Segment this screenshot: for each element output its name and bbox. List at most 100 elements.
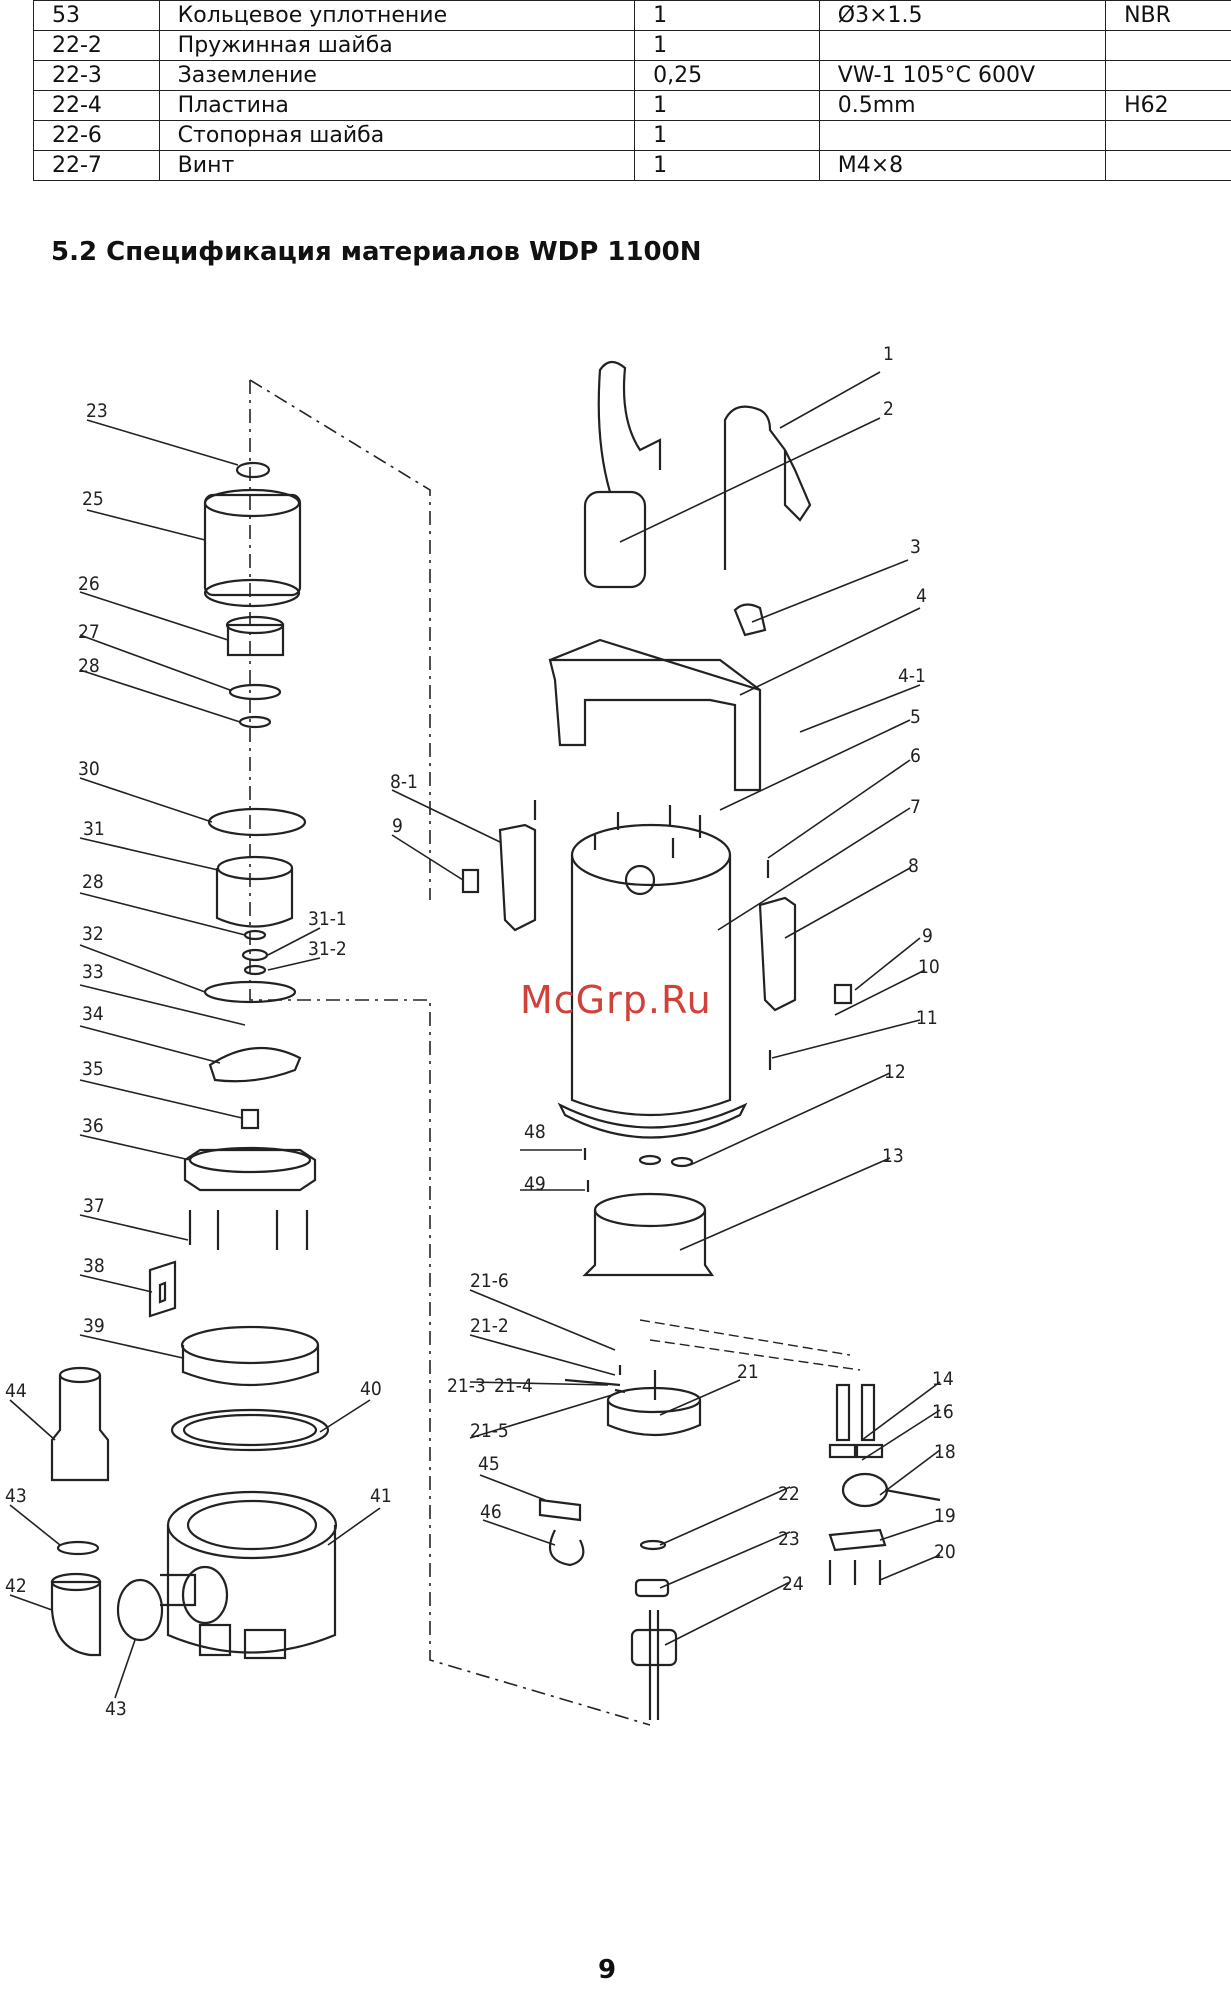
cell-material: H62 xyxy=(1105,90,1231,121)
cell-qty: 0,25 xyxy=(634,60,820,91)
callout-label: 8 xyxy=(908,855,919,877)
callout-label: 35 xyxy=(82,1058,104,1080)
callout-label: 25 xyxy=(82,488,104,510)
callout-label: 10 xyxy=(918,956,940,978)
cell-material xyxy=(1105,150,1231,181)
callout-label: 9 xyxy=(392,815,403,837)
cell-qty: 1 xyxy=(634,90,820,121)
cell-name: Пружинная шайба xyxy=(158,30,636,61)
callout-label: 33 xyxy=(82,961,104,983)
callout-label: 30 xyxy=(78,758,100,780)
diagram-shapes xyxy=(9,360,941,1726)
cell-spec: 0.5mm xyxy=(818,90,1107,121)
callout-label: 19 xyxy=(934,1505,956,1527)
callout-label: 28 xyxy=(78,655,100,677)
cell-spec xyxy=(818,120,1107,151)
parts-table: 53 Кольцевое уплотнение 1 Ø3×1.5 NBR 22-… xyxy=(33,0,1231,181)
callout-label: 21-2 xyxy=(470,1315,509,1337)
cell-name: Заземление xyxy=(158,60,636,91)
callout-label: 2 xyxy=(883,398,894,420)
callout-label: 24 xyxy=(782,1573,804,1595)
cell-qty: 1 xyxy=(634,150,820,181)
cell-pos: 53 xyxy=(33,0,160,31)
page-number: 9 xyxy=(598,1955,617,1985)
cell-pos: 22-3 xyxy=(33,60,160,91)
callout-label: 1 xyxy=(883,343,894,365)
callout-label: 21-6 xyxy=(470,1270,509,1292)
watermark: McGrp.Ru xyxy=(520,978,712,1022)
cell-material: NBR xyxy=(1105,0,1231,31)
cell-pos: 22-6 xyxy=(33,120,160,151)
callout-label: 4 xyxy=(916,585,927,607)
cell-name: Пластина xyxy=(158,90,636,121)
callout-label: 7 xyxy=(910,796,921,818)
callout-label: 31-2 xyxy=(308,938,347,960)
callout-label: 21-3 xyxy=(447,1375,486,1397)
table-row: 22-3 Заземление 0,25 VW-1 105°C 600V xyxy=(33,60,1231,91)
callout-label: 27 xyxy=(78,621,100,643)
callout-label: 31 xyxy=(83,818,105,840)
cell-material xyxy=(1105,120,1231,151)
callout-label: 21-4 xyxy=(494,1375,533,1397)
callout-label: 28 xyxy=(82,871,104,893)
cell-name: Стопорная шайба xyxy=(158,120,636,151)
callout-label: 21-5 xyxy=(470,1420,509,1442)
callout-label: 39 xyxy=(83,1315,105,1337)
callout-label: 45 xyxy=(478,1453,500,1475)
callout-label: 21 xyxy=(737,1361,759,1383)
section-title: 5.2 Спецификация материалов WDP 1100N xyxy=(51,237,702,267)
table-row: 22-2 Пружинная шайба 1 xyxy=(33,30,1231,61)
callout-label: 34 xyxy=(82,1003,104,1025)
callout-label: 3 xyxy=(910,536,921,558)
callout-label: 36 xyxy=(82,1115,104,1137)
diagram-labels: 1 2 3 4 4-1 5 6 7 8 9 10 11 12 13 8-1 9 … xyxy=(5,343,956,1720)
callout-label: 46 xyxy=(480,1501,502,1523)
callout-label: 42 xyxy=(5,1575,27,1597)
callout-label: 8-1 xyxy=(390,771,418,793)
callout-label: 49 xyxy=(524,1173,546,1195)
cell-pos: 22-2 xyxy=(33,30,160,61)
table-row: 53 Кольцевое уплотнение 1 Ø3×1.5 NBR xyxy=(33,0,1231,31)
callout-label: 26 xyxy=(78,573,100,595)
parts-table-body: 53 Кольцевое уплотнение 1 Ø3×1.5 NBR 22-… xyxy=(33,0,1231,181)
callout-label: 31-1 xyxy=(308,908,347,930)
cell-material xyxy=(1105,30,1231,61)
table-row: 22-7 Винт 1 M4×8 xyxy=(33,150,1231,181)
cell-material xyxy=(1105,60,1231,91)
callout-label: 20 xyxy=(934,1541,956,1563)
callout-label: 44 xyxy=(5,1380,27,1402)
callout-label: 32 xyxy=(82,923,104,945)
callout-label: 9 xyxy=(922,925,933,947)
callout-label: 40 xyxy=(360,1378,382,1400)
cell-qty: 1 xyxy=(634,30,820,61)
callout-label: 6 xyxy=(910,745,921,767)
callout-label: 22 xyxy=(778,1483,800,1505)
table-row: 22-6 Стопорная шайба 1 xyxy=(33,120,1231,151)
callout-label: 23 xyxy=(778,1528,800,1550)
cell-pos: 22-4 xyxy=(33,90,160,121)
callout-label: 12 xyxy=(884,1061,906,1083)
exploded-view-diagram: 1 2 3 4 4-1 5 6 7 8 9 10 11 12 13 8-1 9 … xyxy=(5,343,956,1726)
callout-label: 43 xyxy=(105,1698,127,1720)
table-row: 22-4 Пластина 1 0.5mm H62 xyxy=(33,90,1231,121)
cell-spec: Ø3×1.5 xyxy=(818,0,1107,31)
callout-label: 16 xyxy=(932,1401,954,1423)
cell-spec: M4×8 xyxy=(818,150,1107,181)
callout-label: 4-1 xyxy=(898,665,926,687)
callout-label: 37 xyxy=(83,1195,105,1217)
callout-label: 41 xyxy=(370,1485,392,1507)
cell-spec: VW-1 105°C 600V xyxy=(818,60,1107,91)
cell-name: Винт xyxy=(158,150,636,181)
callout-label: 14 xyxy=(932,1368,954,1390)
cell-qty: 1 xyxy=(634,0,820,31)
cell-name: Кольцевое уплотнение xyxy=(158,0,636,31)
callout-label: 23 xyxy=(86,400,108,422)
cell-pos: 22-7 xyxy=(33,150,160,181)
callout-label: 18 xyxy=(934,1441,956,1463)
callout-label: 48 xyxy=(524,1121,546,1143)
callout-label: 13 xyxy=(882,1145,904,1167)
cell-spec xyxy=(818,30,1107,61)
callout-label: 11 xyxy=(916,1007,938,1029)
callout-label: 5 xyxy=(910,706,921,728)
callout-label: 43 xyxy=(5,1485,27,1507)
